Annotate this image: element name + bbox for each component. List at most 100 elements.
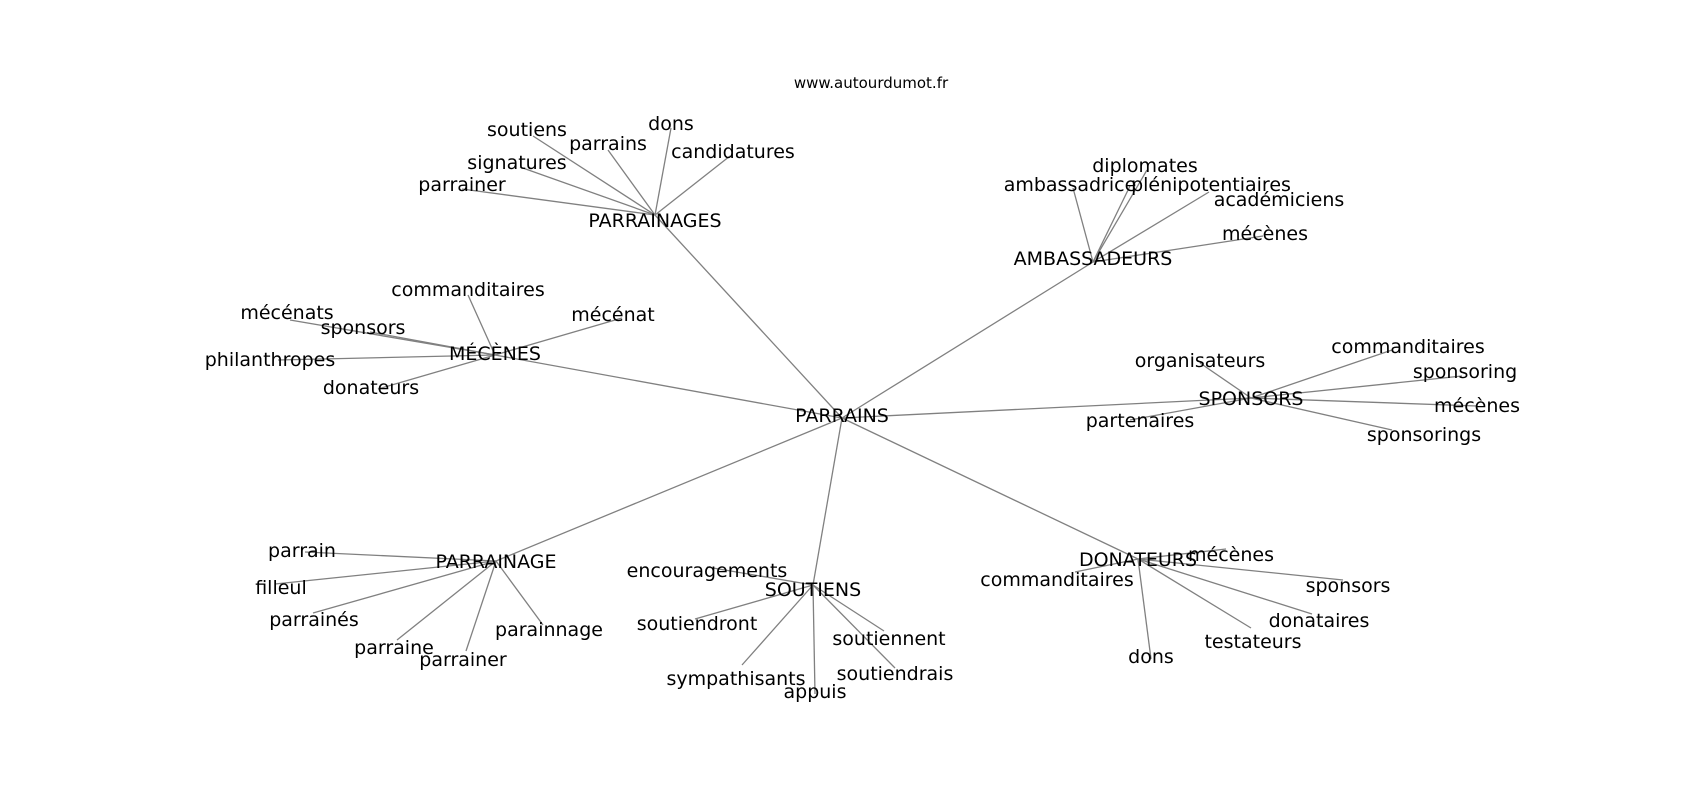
edge-hub-to-word: [812, 584, 896, 669]
edge-hub-to-word: [741, 584, 814, 666]
word-node-label: sponsors: [321, 317, 406, 339]
edge-hub-to-word: [277, 354, 496, 361]
word-node-label: donateurs: [323, 377, 419, 399]
word-node-label: mécénats: [240, 302, 333, 324]
edge-center-to-hub: [841, 397, 1252, 419]
edge-hub-to-word: [1092, 169, 1148, 263]
word-node-label: parrain: [268, 540, 336, 562]
hub-node-label: DONATEURS: [1079, 549, 1197, 571]
word-node-label: appuis: [784, 681, 847, 703]
edge-hub-to-word: [377, 354, 496, 390]
edge-hub-to-word: [1137, 548, 1227, 560]
word-node-label: mécènes: [1188, 544, 1274, 566]
edge-hub-to-word: [1137, 558, 1344, 581]
word-node-label: parrainés: [269, 609, 359, 631]
word-node-label: organisateurs: [1135, 350, 1266, 372]
edge-hub-to-word: [607, 149, 656, 216]
edge-hub-to-word: [654, 155, 731, 216]
edge-hub-to-word: [369, 331, 496, 356]
hub-node-label: PARRAINAGES: [588, 210, 721, 232]
word-node-label: mécénat: [571, 304, 654, 326]
edge-center-to-hub: [495, 417, 843, 562]
edge-hub-to-word: [1199, 362, 1252, 399]
edge-hub-to-word: [1072, 187, 1094, 263]
hub-node-label: PARRAINAGE: [435, 551, 556, 573]
edge-hub-to-word: [532, 135, 656, 216]
edge-hub-to-word: [304, 551, 497, 562]
word-node-label: soutiennent: [832, 628, 945, 650]
word-node-label: sponsorings: [1367, 424, 1481, 446]
edges-layer: [274, 127, 1478, 695]
edge-center-to-hub: [841, 261, 1094, 419]
edge-hub-to-word: [1074, 558, 1139, 573]
word-node-label: mécènes: [1222, 223, 1308, 245]
edge-hub-to-word: [1129, 397, 1252, 421]
edge-center-to-hub: [841, 417, 1139, 560]
word-node-label: donataires: [1269, 610, 1370, 632]
edge-hub-to-word: [1250, 349, 1393, 399]
edge-hub-to-word: [694, 584, 814, 620]
diagram-title: www.autourdumot.fr: [794, 74, 949, 92]
word-node-label: commanditaires: [391, 279, 544, 301]
word-node-label: dons: [648, 113, 694, 135]
hub-node-label: AMBASSADEURS: [1014, 248, 1173, 270]
word-node-label: ambassadrice: [1004, 174, 1137, 196]
word-node-label: parainnage: [495, 619, 603, 641]
edge-hub-to-word: [1137, 558, 1313, 615]
word-node-label: soutiendrais: [837, 663, 954, 685]
edge-hub-to-word: [812, 584, 885, 632]
edge-hub-to-word: [1250, 397, 1478, 407]
edge-hub-to-word: [312, 560, 497, 614]
edge-hub-to-word: [1092, 235, 1264, 263]
edge-hub-to-word: [519, 166, 656, 216]
edge-hub-to-word: [495, 560, 544, 626]
edge-hub-to-word: [396, 560, 497, 641]
word-node-label: parraine: [354, 637, 434, 659]
word-node-label: testateurs: [1204, 631, 1301, 653]
word-node-label: parrains: [569, 133, 647, 155]
word-node-label: signatures: [467, 152, 566, 174]
word-node-label: philanthropes: [205, 349, 336, 371]
edge-hub-to-word: [654, 127, 672, 216]
edge-hub-to-word: [1137, 558, 1152, 660]
word-node-label: soutiens: [487, 119, 567, 141]
edge-hub-to-word: [706, 566, 814, 586]
word-node-label: parrainer: [419, 649, 507, 671]
edge-hub-to-word: [461, 188, 656, 216]
edge-hub-to-word: [465, 560, 497, 652]
word-node-label: sponsors: [1306, 575, 1391, 597]
word-node-label: parrainer: [418, 174, 506, 196]
edge-hub-to-word: [494, 317, 623, 356]
word-node-label: encouragements: [627, 560, 788, 582]
word-node-label: candidatures: [671, 141, 795, 163]
word-node-label: soutiendront: [637, 613, 758, 635]
edge-hub-to-word: [1092, 185, 1131, 263]
word-node-label: dons: [1128, 646, 1174, 668]
word-node-label: commanditaires: [1331, 336, 1484, 358]
hub-node-label: SPONSORS: [1199, 388, 1304, 410]
center-node-label: PARRAINS: [795, 405, 889, 427]
edge-hub-to-word: [1137, 558, 1252, 629]
edge-hub-to-word: [274, 560, 497, 585]
word-node-label: diplomates: [1092, 155, 1198, 177]
word-node-label: mécènes: [1434, 395, 1520, 417]
word-node-label: plénipotentiaires: [1131, 174, 1291, 196]
edge-center-to-hub: [494, 354, 843, 419]
edge-center-to-hub: [812, 417, 843, 586]
edge-hub-to-word: [1250, 397, 1393, 431]
word-node-label: académiciens: [1214, 189, 1345, 211]
edge-hub-to-word: [467, 294, 496, 356]
word-node-label: sympathisants: [666, 668, 805, 690]
word-node-label: sponsoring: [1413, 361, 1517, 383]
hub-node-label: SOUTIENS: [765, 579, 861, 601]
edge-hub-to-word: [1092, 191, 1210, 263]
edge-center-to-hub: [654, 214, 843, 419]
word-node-label: filleul: [255, 577, 307, 599]
edge-hub-to-word: [812, 584, 816, 695]
word-node-label: partenaires: [1086, 410, 1195, 432]
hub-node-label: MÉCÈNES: [449, 342, 541, 365]
word-node-label: commanditaires: [980, 569, 1133, 591]
edge-hub-to-word: [1250, 375, 1463, 399]
